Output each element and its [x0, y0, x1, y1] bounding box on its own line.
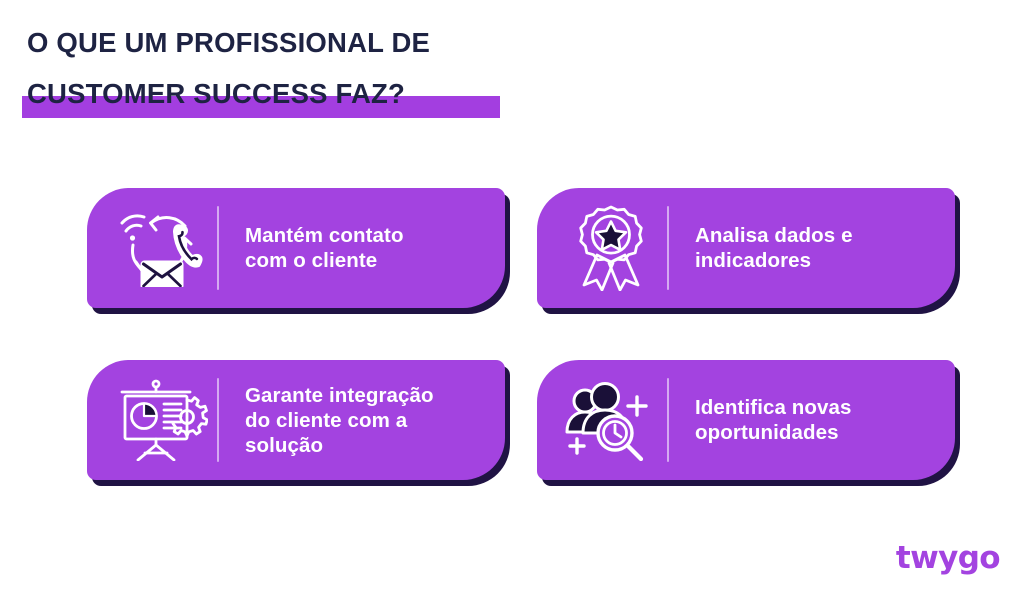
card-1-line-2: com o cliente — [245, 249, 378, 272]
card-divider — [217, 206, 219, 290]
card-divider — [667, 378, 669, 462]
card-surface[interactable]: Mantém contato com o cliente — [87, 188, 505, 308]
card-surface[interactable]: Identifica novas oportunidades — [537, 360, 955, 480]
card-surface[interactable]: Analisa dados e indicadores — [537, 188, 955, 308]
presentation-chart-gear-icon — [107, 375, 215, 465]
card-3-line-2: do cliente com a — [245, 408, 408, 432]
card-3-text: Garante integração do cliente com a solu… — [219, 383, 505, 458]
twygo-logo: twygo — [895, 540, 1001, 576]
card-3-line-1: Garante integração — [245, 383, 434, 407]
card-surface[interactable]: Garante integração do cliente com a solu… — [87, 360, 505, 480]
card-4-text: Identifica novas oportunidades — [669, 395, 955, 445]
card-1[interactable]: Mantém contato com o cliente — [87, 188, 510, 314]
card-1-line-1: Mantém contato — [245, 224, 404, 247]
card-4-line-1: Identifica novas — [695, 396, 852, 419]
card-divider — [217, 378, 219, 462]
award-ribbon-icon — [557, 203, 665, 293]
contact-cycle-icon — [107, 203, 215, 293]
card-4[interactable]: Identifica novas oportunidades — [537, 360, 960, 486]
title-line-2: CUSTOMER SUCCESS FAZ? — [27, 78, 406, 109]
card-2-line-2: indicadores — [695, 249, 812, 272]
card-4-line-2: oportunidades — [695, 421, 839, 444]
card-2-line-1: Analisa dados e — [695, 224, 853, 247]
card-3[interactable]: Garante integração do cliente com a solu… — [87, 360, 510, 486]
page-title: O QUE UM PROFISSIONAL DE CUSTOMER SUCCES… — [22, 27, 587, 118]
title-line-1: O QUE UM PROFISSIONAL DE — [27, 27, 431, 58]
title-highlight-bar — [22, 96, 500, 118]
card-3-line-3: solução — [245, 433, 324, 457]
card-divider — [667, 206, 669, 290]
card-grid: Mantém contato com o cliente — [87, 188, 962, 486]
card-2[interactable]: Analisa dados e indicadores — [537, 188, 960, 314]
people-search-icon — [557, 375, 665, 465]
card-2-text: Analisa dados e indicadores — [669, 223, 955, 273]
card-1-text: Mantém contato com o cliente — [219, 223, 505, 273]
